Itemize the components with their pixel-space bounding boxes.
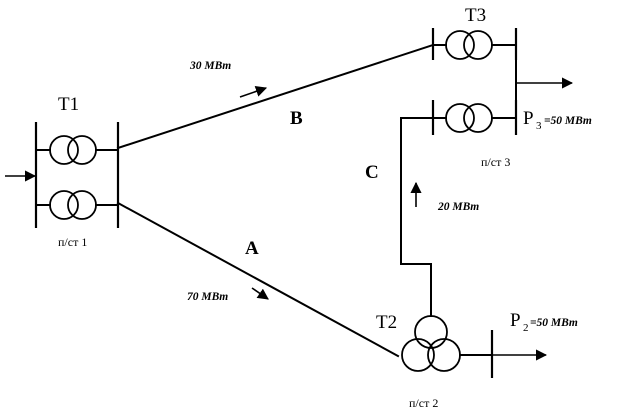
t1-lower-transformer-icon xyxy=(35,190,119,220)
line-c-flow: 20 MBm xyxy=(437,201,479,213)
line-b xyxy=(116,43,435,150)
line-a xyxy=(116,201,400,358)
line-a-label: A xyxy=(245,238,259,259)
t3-label: T3 xyxy=(465,5,486,26)
t2-label: T2 xyxy=(376,312,397,333)
p2-symbol: P xyxy=(510,310,521,331)
p2-subscript: 2 xyxy=(523,322,529,334)
p3-value: =50 MBm xyxy=(544,115,592,127)
substation-3: T3 P 3 =50 MBm п/ст 3 xyxy=(431,5,592,169)
s3-lower-transformer-icon xyxy=(432,103,517,133)
line-a-flow: 70 MBm xyxy=(187,291,228,303)
line-b-flow-arrow xyxy=(239,86,268,98)
line-a-flow-arrow xyxy=(251,287,269,300)
line-b-flow: 30 MBm xyxy=(189,60,231,72)
p3-symbol: P xyxy=(523,108,534,129)
line-b-label: B xyxy=(290,108,303,129)
t3-transformer-icon xyxy=(432,30,517,60)
substation-1-label: п/ст 1 xyxy=(58,235,87,249)
substation-2-label: п/ст 2 xyxy=(409,396,438,410)
substation-3-label: п/ст 3 xyxy=(481,155,510,169)
p3-subscript: 3 xyxy=(536,120,542,132)
t1-upper-transformer-icon xyxy=(35,135,119,165)
t1-label: T1 xyxy=(58,94,79,115)
line-c-label: C xyxy=(365,162,379,183)
p2-value: =50 MBm xyxy=(530,317,578,329)
line-c xyxy=(400,117,434,317)
t2-three-winding-transformer-icon xyxy=(401,315,461,372)
substation-1: T1 п/ст 1 xyxy=(5,94,120,249)
substation-2: T2 P 2 =50 MBm п/ст 2 xyxy=(376,310,578,410)
